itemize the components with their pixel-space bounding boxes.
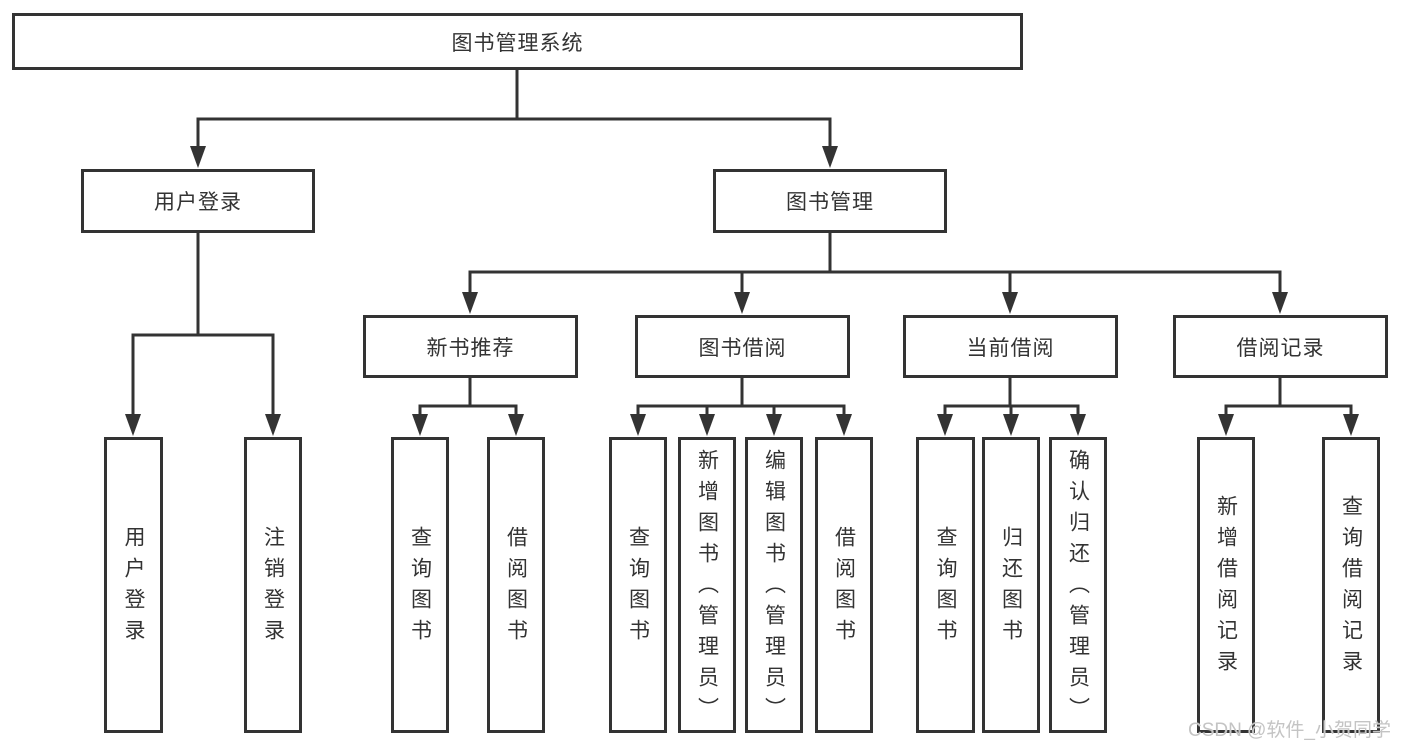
- arrow-icon: [412, 414, 428, 436]
- connector-current-borrow-children: [943, 378, 1080, 420]
- arrow-icon: [1218, 414, 1234, 436]
- arrow-icon: [766, 414, 782, 436]
- arrow-icon: [1272, 292, 1288, 314]
- node-user-login: 用户登录: [81, 169, 315, 233]
- leaf-return-books: 归还图书: [982, 437, 1040, 733]
- arrow-icon: [125, 414, 141, 436]
- connector-borrow-records-children: [1224, 378, 1353, 420]
- leaf-confirm-return-admin: 确认归还（管理员）: [1049, 437, 1107, 733]
- arrow-icon: [699, 414, 715, 436]
- arrow-icon: [1002, 292, 1018, 314]
- leaf-query-borrow-record: 查询借阅记录: [1322, 437, 1380, 733]
- leaf-user-login: 用户登录: [104, 437, 163, 733]
- node-book-borrow: 图书借阅: [635, 315, 850, 378]
- leaf-logout: 注销登录: [244, 437, 302, 733]
- arrow-icon: [265, 414, 281, 436]
- arrow-icon: [1003, 414, 1019, 436]
- arrow-icon: [508, 414, 524, 436]
- connector-root-to-level2: [196, 70, 832, 150]
- arrow-icon: [462, 292, 478, 314]
- arrow-icon: [836, 414, 852, 436]
- leaf-query-books-recommend: 查询图书: [391, 437, 449, 733]
- node-book-management: 图书管理: [713, 169, 947, 233]
- connector-book-borrow-children: [636, 378, 846, 420]
- leaf-query-books-current: 查询图书: [916, 437, 975, 733]
- connector-book-management-children: [468, 233, 1282, 297]
- leaf-add-books-admin: 新增图书（管理员）: [678, 437, 736, 733]
- arrow-icon: [734, 292, 750, 314]
- connector-new-book-recommend-children: [418, 378, 518, 420]
- arrow-icon: [1070, 414, 1086, 436]
- leaf-borrow-books-recommend: 借阅图书: [487, 437, 545, 733]
- arrow-icon: [1343, 414, 1359, 436]
- leaf-add-borrow-record: 新增借阅记录: [1197, 437, 1255, 733]
- leaf-borrow-books: 借阅图书: [815, 437, 873, 733]
- arrow-icon: [822, 146, 838, 168]
- leaf-query-books-borrow: 查询图书: [609, 437, 667, 733]
- arrow-icon: [190, 146, 206, 168]
- node-new-book-recommend: 新书推荐: [363, 315, 578, 378]
- leaf-edit-books-admin: 编辑图书（管理员）: [745, 437, 803, 733]
- watermark: CSDN @软件_小贺同学: [1188, 720, 1391, 741]
- arrow-icon: [937, 414, 953, 436]
- arrow-icon: [630, 414, 646, 436]
- node-borrow-records: 借阅记录: [1173, 315, 1388, 378]
- node-current-borrow: 当前借阅: [903, 315, 1118, 378]
- connector-user-login-children: [131, 233, 275, 420]
- node-root: 图书管理系统: [12, 13, 1023, 70]
